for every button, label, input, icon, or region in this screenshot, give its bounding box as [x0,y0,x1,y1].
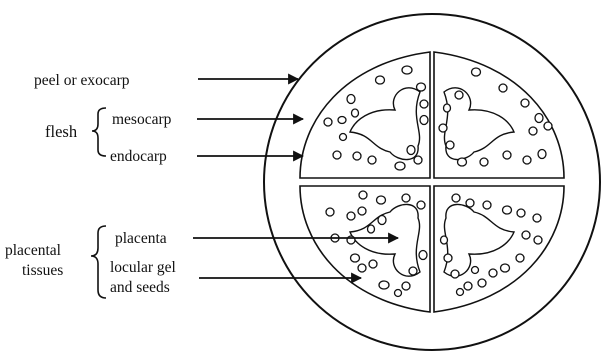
label-peel: peel or exocarp [34,72,130,89]
seed [358,207,366,215]
seed [441,236,448,244]
seed [501,264,510,272]
seed [499,84,507,92]
seed [439,124,447,132]
seed [533,214,541,222]
placental-tissues-brace [91,226,106,298]
seed [368,156,376,164]
seed [333,151,341,159]
seed [446,141,454,149]
seed [489,269,497,277]
seed [522,231,530,239]
seed [417,83,426,91]
seed [402,282,410,290]
seed [402,194,410,202]
seed [358,264,366,272]
seed [377,196,386,204]
seed [466,199,474,207]
seed [455,91,463,99]
label-placenta: placenta [115,230,167,247]
seed [352,109,359,117]
seed [517,209,525,217]
seed [480,158,488,166]
seed [347,95,355,104]
seed [458,158,467,166]
seed [376,76,385,84]
seed [535,114,543,123]
label-mesocarp: mesocarp [112,111,172,128]
seed [419,251,427,260]
seed [395,162,405,170]
label-placental-line1: placental [5,242,61,259]
seed [478,279,486,287]
label-locular-line1: locular gel [110,259,176,276]
seed [417,201,425,209]
fruit-outer-skin [264,14,600,350]
seed [351,254,360,262]
seed [483,201,491,209]
label-placental-line2: tissues [22,262,63,279]
seed [359,191,367,199]
seed [464,282,472,290]
seed [395,290,402,297]
seed [451,270,459,278]
seed [324,118,332,126]
label-locular-line2: and seeds [110,279,170,296]
seed [420,100,428,108]
seed [409,267,417,275]
seed [338,117,346,124]
seed [368,225,375,233]
seed [444,254,452,262]
seed [452,194,460,202]
seed [472,267,479,274]
seed [444,104,451,112]
seed [369,260,377,268]
seed [534,236,542,244]
flesh-brace [92,108,106,156]
seed [326,208,334,216]
seed [521,99,529,107]
seed [538,150,546,159]
seed [402,66,412,74]
seed [407,146,415,155]
seed [472,68,481,76]
seed [379,281,389,289]
seed [420,116,428,125]
seed [503,151,511,159]
seed [457,289,464,296]
seed [544,122,552,130]
seed [523,156,531,164]
seed [516,254,524,262]
seed [353,152,361,160]
seed [529,127,537,135]
seed [378,216,386,225]
label-endocarp: endocarp [110,148,167,165]
seed [347,212,355,220]
seed [503,206,512,214]
seed [340,134,347,141]
label-flesh: flesh [45,122,78,141]
seed [414,156,422,164]
